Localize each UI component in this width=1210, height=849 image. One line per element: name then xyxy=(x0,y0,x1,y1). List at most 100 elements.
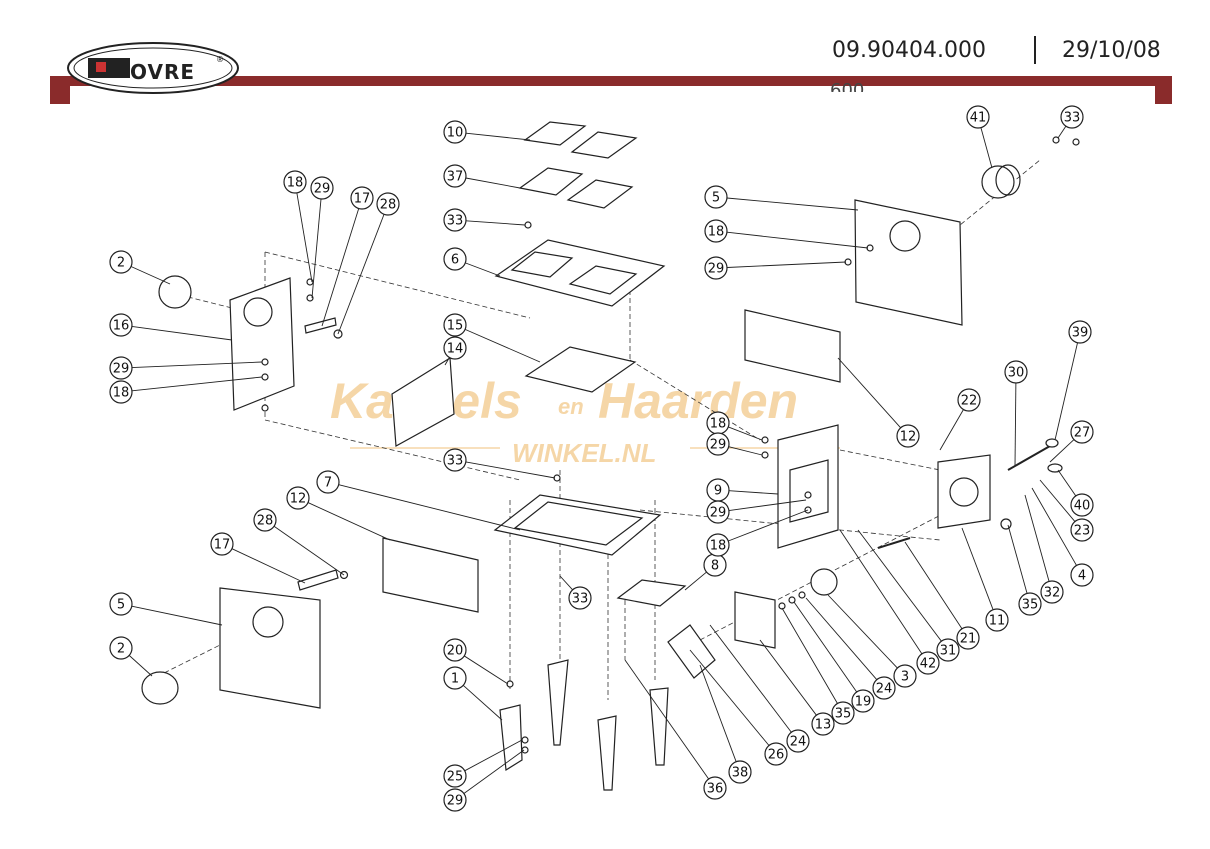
part-bolt xyxy=(524,221,532,229)
callout-bubble xyxy=(376,192,400,216)
leader-line-c14 xyxy=(444,357,450,366)
callout-c5b: 5 xyxy=(704,185,728,209)
callout-c38: 38 xyxy=(728,760,752,784)
leader-line-c5a xyxy=(131,605,223,626)
callout-label: 25 xyxy=(447,770,464,785)
callout-c4: 4 xyxy=(1070,563,1094,587)
part-ash-door xyxy=(734,591,776,649)
callout-bubble xyxy=(786,729,810,753)
leader-line-c32 xyxy=(1024,494,1050,582)
leader-line-c28b xyxy=(273,525,345,576)
part-front-window xyxy=(789,459,829,523)
callout-c19: 19 xyxy=(851,689,875,713)
callout-bubble xyxy=(728,760,752,784)
part-baffle xyxy=(524,346,637,393)
callout-bubble xyxy=(443,638,467,662)
part-top-hole xyxy=(510,251,574,278)
callout-c6: 6 xyxy=(443,247,467,271)
leader-line-c35b xyxy=(781,607,838,704)
leader-line-c29d xyxy=(726,261,847,268)
callout-c2b: 2 xyxy=(109,636,133,660)
part-leg xyxy=(649,687,669,766)
callout-c12a: 12 xyxy=(286,486,310,510)
callout-bubble xyxy=(443,247,467,271)
part-leg xyxy=(499,704,523,772)
callout-c33b: 33 xyxy=(443,448,467,472)
leader-line-c12b xyxy=(837,357,901,429)
part-bracket xyxy=(304,317,337,334)
callout-label: 23 xyxy=(1074,524,1091,539)
leader-line-c29c xyxy=(463,749,525,794)
callout-label: 42 xyxy=(920,657,937,672)
callout-label: 22 xyxy=(961,394,978,409)
leader-line-c33c xyxy=(559,575,573,591)
callout-bubble xyxy=(350,186,374,210)
callout-bubble xyxy=(764,742,788,766)
part-front-frame xyxy=(777,424,839,549)
callout-label: 12 xyxy=(900,430,917,445)
callout-bubble xyxy=(1070,563,1094,587)
callout-label: 31 xyxy=(940,644,957,659)
header-separator xyxy=(1034,36,1036,64)
callout-bubble xyxy=(703,776,727,800)
part-flue-collar xyxy=(981,165,1015,199)
leader-line-c29e xyxy=(728,446,763,456)
callout-label: 24 xyxy=(790,735,807,750)
callout-bubble xyxy=(286,486,310,510)
leader-line-c37 xyxy=(465,177,521,189)
leader-line-c29f xyxy=(728,499,807,511)
callout-bubble xyxy=(1018,592,1042,616)
callout-bubble xyxy=(109,592,133,616)
part-top-hole xyxy=(568,265,638,295)
part-bolt xyxy=(1052,136,1060,144)
document-number: 09.90404.000 xyxy=(832,38,986,63)
leader-line-c12a xyxy=(307,502,391,541)
callout-c10a: 10 xyxy=(443,120,467,144)
callout-c36: 36 xyxy=(703,776,727,800)
part-flue-ring xyxy=(252,606,284,638)
callout-c1: 1 xyxy=(443,666,467,690)
part-glass-panel xyxy=(570,131,638,159)
callout-c17b: 17 xyxy=(210,532,234,556)
callout-label: 3 xyxy=(901,670,909,685)
part-liner-right xyxy=(744,309,841,383)
callout-c5a: 5 xyxy=(109,592,133,616)
callout-bubble xyxy=(109,356,133,380)
callout-c33d: 33 xyxy=(1060,105,1084,129)
part-bolt xyxy=(306,278,314,286)
part-bolt xyxy=(761,436,769,444)
part-flue-collar xyxy=(995,164,1021,196)
callout-bubble xyxy=(966,105,990,129)
part-side-liner xyxy=(391,356,455,447)
callout-c29c: 29 xyxy=(443,788,467,812)
callout-bubble xyxy=(568,586,592,610)
part-handle-rod xyxy=(1007,445,1051,471)
callout-bubble xyxy=(706,432,730,456)
leader-line-c18d xyxy=(728,426,763,441)
logo-text: OVRE xyxy=(130,60,195,84)
leader-line-c28a xyxy=(337,214,385,335)
part-bolt xyxy=(778,602,786,610)
part-rear-panel xyxy=(854,199,963,326)
leader-line-c22 xyxy=(939,409,964,451)
part-bolt xyxy=(261,404,269,412)
part-ash-tray xyxy=(616,579,687,607)
leader-line-c33b xyxy=(465,461,556,479)
part-bolt xyxy=(261,373,269,381)
part-side-panel-left xyxy=(229,277,295,411)
callout-bubble xyxy=(916,651,940,675)
leader-line-c41 xyxy=(980,127,993,169)
document-date: 29/10/08 xyxy=(1062,38,1161,63)
part-gasket xyxy=(566,179,634,209)
callout-label: 33 xyxy=(572,592,589,607)
callout-bubble xyxy=(253,508,277,532)
callout-bubble xyxy=(1070,493,1094,517)
callout-c28a: 28 xyxy=(376,192,400,216)
leader-lines xyxy=(128,125,1078,794)
callout-label: 37 xyxy=(447,170,464,185)
leader-line-c25 xyxy=(464,739,523,772)
leader-line-c38 xyxy=(699,664,737,762)
callout-c27: 27 xyxy=(1070,420,1094,444)
callout-c42: 42 xyxy=(916,651,940,675)
callout-c41: 41 xyxy=(966,105,990,129)
